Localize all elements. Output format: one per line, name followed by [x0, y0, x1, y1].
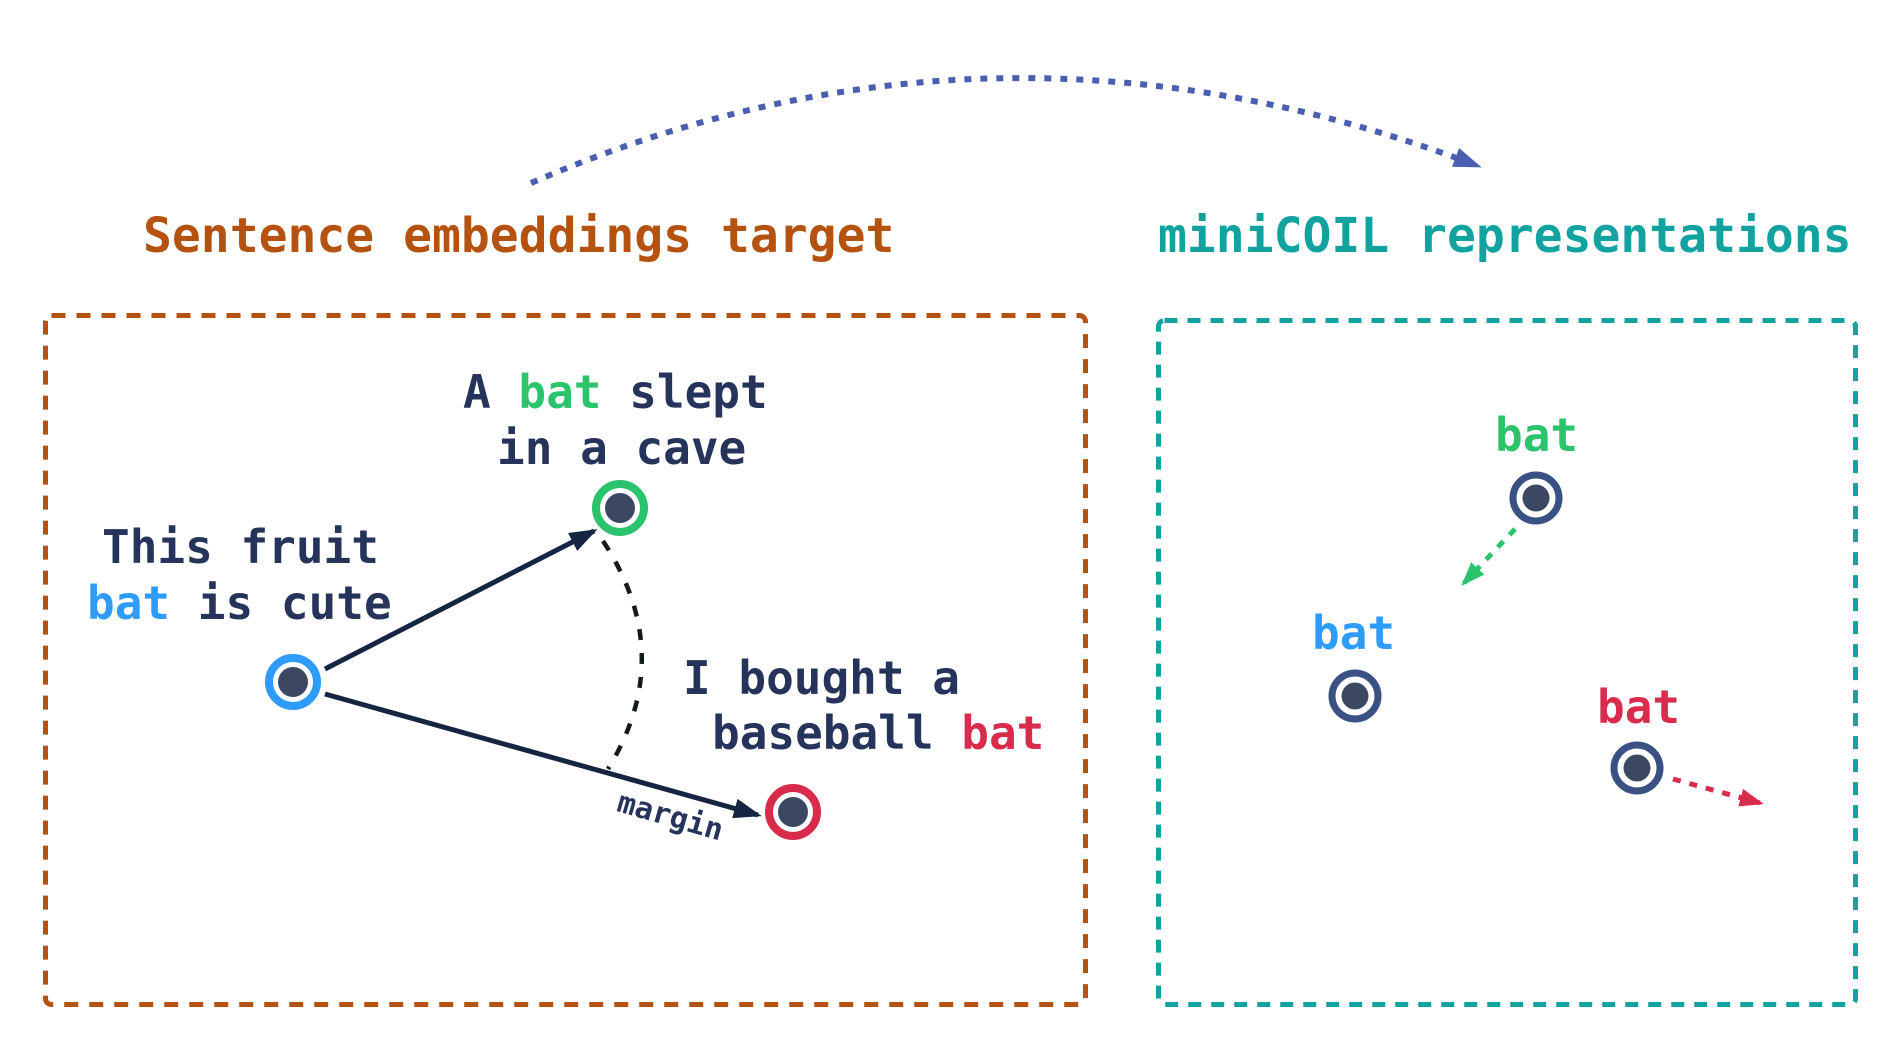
sentence-cave-post: slept [601, 365, 768, 419]
point-dot [278, 667, 308, 697]
sentence-cave-line2: in a cave [497, 421, 747, 475]
point-dot [1522, 484, 1550, 512]
semantic-direction-arrow-green [1461, 527, 1517, 586]
sentence-baseball-line2: baseball bat [712, 710, 1044, 756]
minicoil-point-red-bat [1610, 741, 1664, 795]
point-baseball-sentence [765, 784, 821, 840]
sentence-baseball-line1: I bought a [683, 651, 960, 705]
left-panel-border [43, 313, 1088, 1007]
point-dot [1623, 754, 1651, 782]
minicoil-label-bat-red: bat [1597, 680, 1681, 734]
sentence-cave-pre: A [463, 365, 519, 419]
mapping-curve-arrow [529, 75, 1482, 186]
minicoil-point-blue-bat [1328, 669, 1382, 723]
margin-arc [601, 539, 645, 771]
point-fruit-sentence [265, 654, 321, 710]
minicoil-label-bat-blue: bat [1312, 606, 1396, 660]
point-dot [605, 493, 635, 523]
sentence-fruit-line2: bat is cute [87, 580, 392, 626]
point-dot [1341, 682, 1369, 710]
keyword-bat-green: bat [518, 365, 602, 419]
keyword-bat-red: bat [961, 706, 1045, 760]
keyword-bat-blue: bat [87, 576, 171, 630]
point-cave-sentence [592, 480, 648, 536]
point-dot [778, 797, 808, 827]
sentence-fruit-line1: This fruit [102, 520, 379, 574]
left-panel-title: Sentence embeddings target [143, 208, 895, 264]
sentence-baseball-pre: baseball [712, 706, 962, 760]
right-panel-title: miniCOIL representations [1158, 208, 1852, 264]
vector-arrow-to-baseball [324, 691, 762, 819]
minicoil-point-green-bat [1509, 471, 1563, 525]
minicoil-label-bat-green: bat [1495, 408, 1579, 462]
sentence-cave-line1: A bat slept [463, 369, 768, 415]
sentence-fruit-post: is cute [170, 576, 392, 630]
vector-arrow-to-cave [323, 528, 598, 672]
semantic-direction-arrow-red [1672, 776, 1764, 807]
